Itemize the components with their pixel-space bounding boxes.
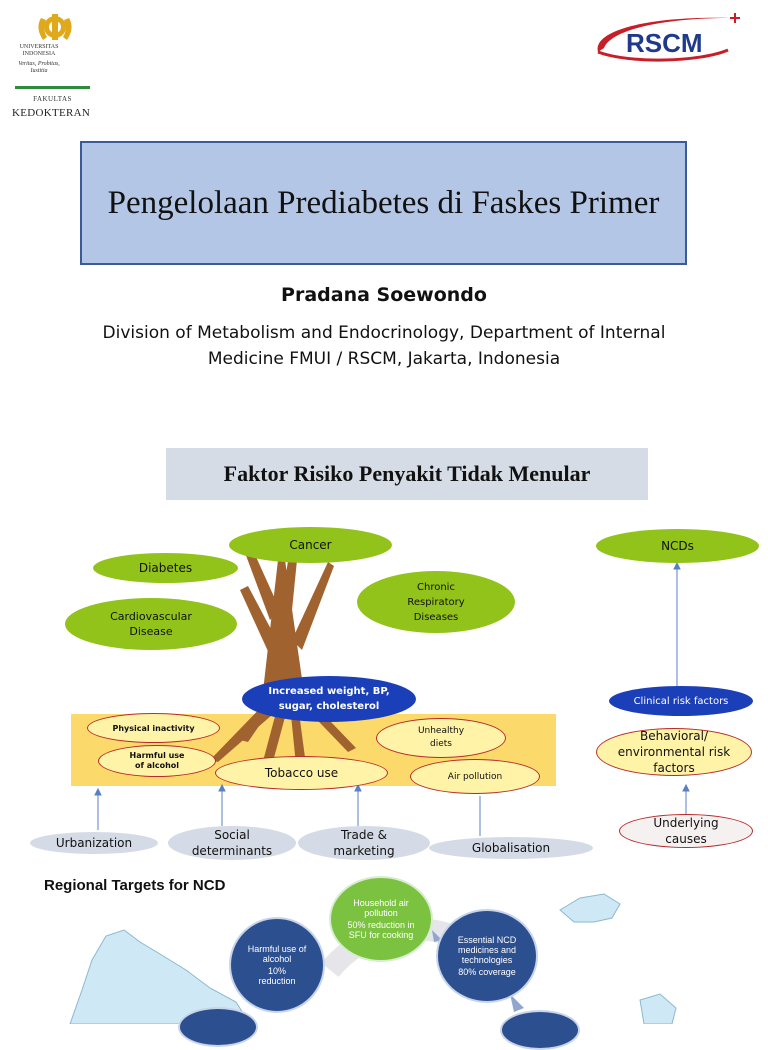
risk-unhealthy-diets: Unhealthy diets [376, 718, 506, 758]
university-motto: Veritas, Probitas, Iustitia [18, 61, 60, 74]
regional-targets-title: Regional Targets for NCD [44, 877, 226, 894]
risk-harmful-alcohol: Harmful use of alcohol [98, 745, 216, 777]
faculty-divider [15, 86, 90, 89]
legend-ncds: NCDs [596, 529, 759, 563]
page-title: Pengelolaan Prediabetes di Faskes Primer [107, 184, 660, 221]
faculty-label: FAKULTAS [33, 95, 72, 103]
clinical-risk-factors-label: Increased weight, BP, sugar, cholesterol [242, 676, 416, 722]
legend-clinical-risk-factors: Clinical risk factors [609, 686, 753, 716]
target-household-air-value: 50% reduction in SFU for cooking [347, 920, 415, 940]
rscm-swoosh-icon: RSCM [597, 13, 740, 62]
title-banner: Pengelolaan Prediabetes di Faskes Primer [80, 141, 687, 265]
target-harmful-alcohol-name: Harmful use of alcohol [247, 944, 307, 964]
target-essential-medicines: Essential NCD medicines and technologies… [436, 909, 538, 1003]
target-harmful-alcohol-value: 10% reduction [258, 966, 296, 986]
risk-tree-diagram [94, 548, 690, 836]
makara-emblem-icon [38, 14, 72, 40]
university-name-line1: UNIVERSITAS [19, 44, 59, 50]
disease-chronic-respiratory: Chronic Respiratory Diseases [357, 571, 515, 633]
rscm-logo: RSCM [590, 10, 750, 70]
author-name: Pradana Soewondo [281, 284, 487, 306]
disease-cancer: Cancer [229, 527, 392, 563]
universitas-indonesia-logo: UNIVERSITAS INDONESIA Veritas, Probitas,… [15, 8, 95, 123]
disease-cardiovascular: Cardiovascular Disease [65, 598, 237, 650]
target-essential-medicines-name: Essential NCD medicines and technologies [457, 935, 517, 965]
faculty-name: KEDOKTERAN [12, 107, 91, 119]
cause-globalisation: Globalisation [429, 837, 593, 859]
legend-behavioral-risk-factors: Behavioral/ environmental risk factors [596, 728, 752, 776]
target-circle-partial-right [500, 1010, 580, 1050]
affiliation-line-2: Medicine FMUI / RSCM, Jakarta, Indonesia [207, 349, 561, 369]
target-household-air-pollution: Household air pollution 50% reduction in… [329, 876, 433, 962]
risk-physical-inactivity: Physical inactivity [87, 713, 220, 743]
target-essential-medicines-value: 80% coverage [458, 967, 516, 977]
risk-air-pollution: Air pollution [410, 759, 540, 794]
cause-urbanization: Urbanization [30, 832, 158, 854]
affiliation-line-1: Division of Metabolism and Endocrinology… [102, 323, 666, 343]
target-circle-partial-left [178, 1007, 258, 1047]
tree-icon [210, 548, 356, 765]
target-harmful-alcohol: Harmful use of alcohol 10% reduction [229, 917, 325, 1013]
legend-underlying-causes: Underlying causes [619, 814, 753, 848]
disease-diabetes: Diabetes [93, 553, 238, 583]
university-name-line2: INDONESIA [22, 51, 56, 57]
risk-slide-title-banner: Faktor Risiko Penyakit Tidak Menular [166, 448, 648, 500]
risk-slide-title: Faktor Risiko Penyakit Tidak Menular [223, 461, 591, 486]
target-household-air-name: Household air pollution [353, 898, 409, 918]
risk-tobacco-use: Tobacco use [215, 756, 388, 790]
cause-trade-marketing: Trade & marketing [298, 826, 430, 860]
author-affiliation: Division of Metabolism and Endocrinology… [60, 320, 708, 372]
cause-social-determinants: Social determinants [168, 826, 296, 860]
rscm-logo-text: RSCM [626, 28, 703, 58]
